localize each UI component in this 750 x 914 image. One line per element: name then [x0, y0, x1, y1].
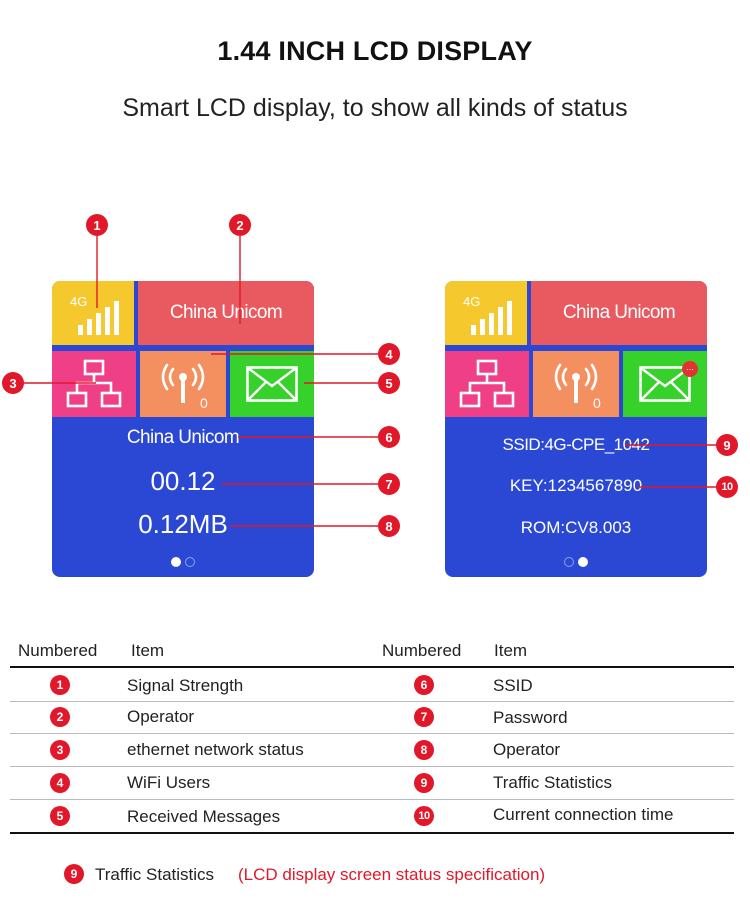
- row-item: Operator: [127, 707, 195, 726]
- table-row-divider: [10, 766, 734, 767]
- row-item: Current connection time: [493, 805, 674, 824]
- row-item: SSID: [493, 676, 533, 695]
- row-item: ethernet network status: [127, 740, 304, 759]
- page-dot-active: [578, 557, 588, 567]
- page-dot-active: [171, 557, 181, 567]
- wifi-users-count: 0: [200, 395, 208, 411]
- operator-tile-label: China Unicom: [169, 302, 283, 323]
- network-type-label: 4G: [463, 294, 481, 309]
- page-subtitle: Smart LCD display, to show all kinds of …: [122, 94, 628, 122]
- header-item-right: Item: [494, 641, 528, 660]
- row-num: 10: [414, 806, 434, 826]
- ethernet-network-icon: [459, 359, 515, 408]
- row-num: 7: [414, 707, 434, 727]
- footnote-num: 9: [64, 864, 84, 884]
- signal-bars-icon: [78, 301, 119, 335]
- lcd-operator-text: China Unicom: [126, 427, 240, 448]
- row-num: 9: [414, 773, 434, 793]
- operator-tile-label: China Unicom: [562, 302, 676, 323]
- operator-tile: China Unicom: [531, 281, 707, 345]
- row-num: 1: [50, 675, 70, 695]
- row-item: Received Messages: [127, 807, 281, 826]
- lcd-connection-time: 00.12: [150, 466, 216, 496]
- messages-tile: [230, 351, 314, 417]
- row-num: 6: [414, 675, 434, 695]
- callout-3: 3: [2, 372, 24, 394]
- callout-7: 7: [378, 473, 400, 495]
- ethernet-network-icon: [66, 359, 122, 408]
- footnote-spec: (LCD display screen status specification…: [238, 865, 546, 884]
- header-item-left: Item: [131, 641, 165, 660]
- callout-8: 8: [378, 515, 400, 537]
- callout-6: 6: [378, 426, 400, 448]
- wifi-antenna-icon: [554, 363, 598, 403]
- wifi-antenna-icon: [161, 363, 205, 403]
- row-num: 4: [50, 773, 70, 793]
- envelope-icon: [246, 366, 298, 402]
- signal-tile: 4G: [52, 281, 134, 345]
- signal-bars-icon: [471, 301, 512, 335]
- callout-5: 5: [378, 372, 400, 394]
- header-numbered-left: Numbered: [18, 641, 98, 660]
- lcd-screen-info: 4G China Unicom: [445, 281, 707, 577]
- lcd-screen-home: 4G China Unicom: [52, 281, 314, 577]
- row-num: 3: [50, 740, 70, 760]
- page-title: 1.44 INCH LCD DISPLAY: [217, 36, 533, 66]
- row-item: WiFi Users: [127, 773, 211, 792]
- ethernet-tile: [445, 351, 529, 417]
- operator-tile: China Unicom: [138, 281, 314, 345]
- row-num: 5: [50, 806, 70, 826]
- lcd-key-text: KEY:1234567890: [509, 476, 643, 495]
- message-badge: ...: [682, 361, 698, 377]
- lcd-ssid-text: SSID:4G-CPE_1042: [502, 435, 650, 454]
- page-dot-inactive: [564, 557, 574, 567]
- network-type-label: 4G: [70, 294, 88, 309]
- envelope-icon: [639, 366, 691, 402]
- table-header-rule: [10, 666, 734, 668]
- page-indicator: [52, 554, 314, 572]
- row-item: Traffic Statistics: [493, 773, 613, 792]
- callout-1: 1: [86, 214, 108, 236]
- signal-tile: 4G: [445, 281, 527, 345]
- messages-tile: ...: [623, 351, 707, 417]
- table-row-divider: [10, 733, 734, 734]
- lcd-rom-text: ROM:CV8.003: [520, 518, 632, 537]
- row-num: 2: [50, 707, 70, 727]
- wifi-users-count: 0: [593, 395, 601, 411]
- ethernet-tile: [52, 351, 136, 417]
- table-row-divider: [10, 799, 734, 800]
- page-indicator: [445, 554, 707, 572]
- table-row-divider: [10, 701, 734, 702]
- wifi-users-tile: 0: [140, 351, 226, 417]
- row-item: Password: [493, 708, 568, 727]
- header-numbered-right: Numbered: [382, 641, 462, 660]
- callout-9: 9: [716, 434, 738, 456]
- callout-10: 10: [716, 476, 738, 498]
- footnote-text: Traffic Statistics: [95, 865, 215, 884]
- wifi-users-tile: 0: [533, 351, 619, 417]
- lcd-traffic-usage: 0.12MB: [138, 509, 228, 539]
- row-item: Operator: [493, 740, 561, 759]
- callout-4: 4: [378, 343, 400, 365]
- page-dot-inactive: [185, 557, 195, 567]
- table-bottom-rule: [10, 832, 734, 834]
- callout-2: 2: [229, 214, 251, 236]
- row-num: 8: [414, 740, 434, 760]
- row-item: Signal Strength: [127, 676, 244, 695]
